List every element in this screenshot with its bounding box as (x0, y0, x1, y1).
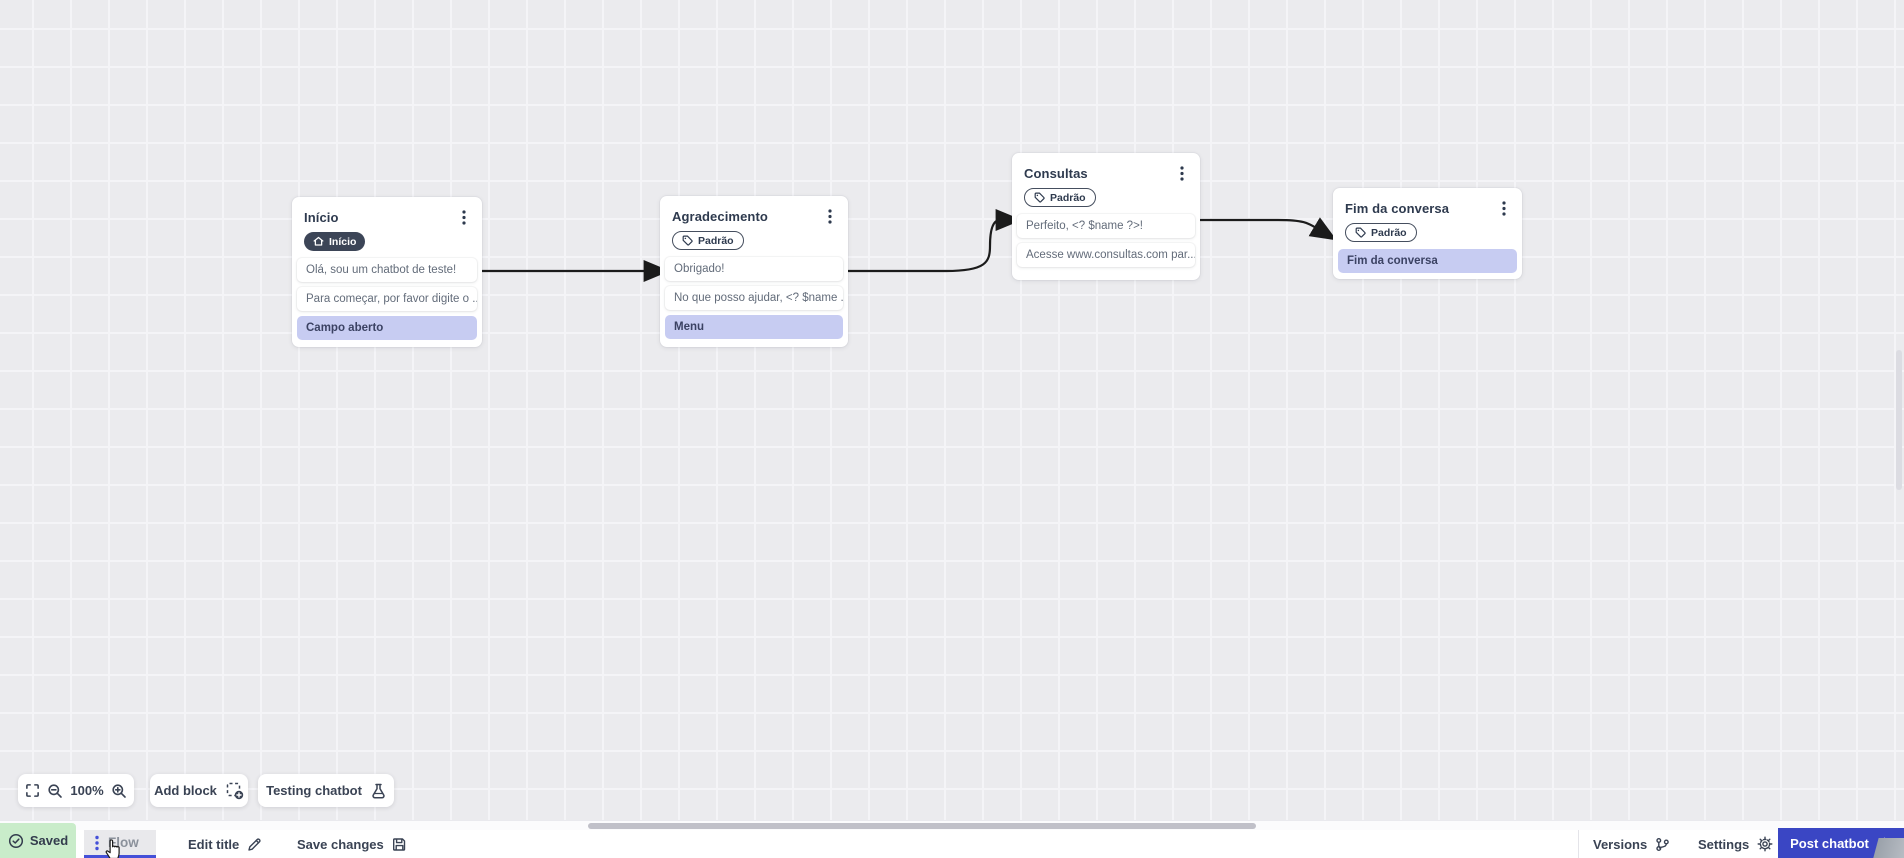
start-badge: Início (304, 232, 366, 251)
save-icon (392, 837, 407, 852)
upload-icon (1877, 836, 1892, 851)
tag-badge: Padrão (1345, 223, 1417, 242)
gear-icon (1757, 836, 1773, 852)
tag-icon (1355, 227, 1366, 238)
flow-menu-icon[interactable] (95, 835, 99, 851)
saved-status-badge: Saved (0, 823, 76, 858)
home-icon (313, 236, 324, 247)
node-consultas[interactable]: Consultas Padrão Perfeito, <? $name ?>! … (1012, 153, 1200, 280)
post-chatbot-button[interactable]: Post chatbot (1778, 828, 1904, 858)
check-circle-icon (8, 833, 24, 849)
tag-badge: Padrão (672, 231, 744, 250)
horizontal-scrollbar-track[interactable] (0, 820, 1904, 830)
node-menu-icon[interactable] (1175, 165, 1189, 181)
node-action-row[interactable]: Fim da conversa (1338, 249, 1517, 273)
node-message-row[interactable]: Obrigado! (665, 257, 843, 281)
node-action-row[interactable]: Campo aberto (297, 316, 477, 340)
branch-icon (1655, 837, 1670, 852)
node-menu-icon[interactable] (457, 209, 471, 225)
settings-button[interactable]: Settings (1698, 830, 1773, 858)
node-inicio[interactable]: Início Início Olá, sou um chatbot de tes… (292, 197, 482, 347)
horizontal-scrollbar-thumb[interactable] (588, 823, 1256, 829)
pencil-icon (247, 837, 262, 852)
node-title: Consultas (1024, 165, 1088, 181)
node-message-row[interactable]: Acesse www.consultas.com par... (1017, 243, 1195, 267)
fullscreen-icon[interactable] (25, 783, 40, 798)
node-fim-da-conversa[interactable]: Fim da conversa Padrão Fim da conversa (1333, 188, 1522, 279)
node-title: Início (304, 209, 339, 225)
node-menu-icon[interactable] (823, 208, 837, 224)
add-block-icon (226, 782, 244, 800)
node-message-row[interactable]: No que posso ajudar, <? $name ... (665, 286, 843, 310)
node-message-row[interactable]: Para começar, por favor digite o ... (297, 287, 477, 311)
node-menu-icon[interactable] (1497, 200, 1511, 216)
node-title: Agradecimento (672, 208, 768, 224)
zoom-level: 100% (70, 783, 104, 798)
zoom-out-icon[interactable] (47, 783, 63, 799)
bottom-bar-divider (1578, 830, 1579, 858)
tag-icon (1034, 192, 1045, 203)
testing-chatbot-button[interactable]: Testing chatbot (258, 774, 394, 807)
node-title: Fim da conversa (1345, 200, 1450, 216)
flask-icon (371, 783, 386, 799)
tab-flow[interactable]: Flow (84, 830, 156, 858)
add-block-button[interactable]: Add block (150, 774, 248, 807)
zoom-toolbar: 100% (18, 774, 134, 807)
tag-badge: Padrão (1024, 188, 1096, 207)
node-message-row[interactable]: Perfeito, <? $name ?>! (1017, 214, 1195, 238)
vertical-scrollbar-thumb[interactable] (1896, 350, 1902, 490)
edit-title-button[interactable]: Edit title (188, 830, 262, 858)
save-changes-button[interactable]: Save changes (297, 830, 407, 858)
node-agradecimento[interactable]: Agradecimento Padrão Obrigado! No que po… (660, 196, 848, 347)
bottom-bar: Saved Flow Edit title Save changes Versi… (0, 823, 1904, 858)
versions-button[interactable]: Versions (1593, 830, 1670, 858)
tag-icon (682, 235, 693, 246)
node-action-row[interactable]: Menu (665, 315, 843, 339)
zoom-in-icon[interactable] (111, 783, 127, 799)
node-message-row[interactable]: Olá, sou um chatbot de teste! (297, 258, 477, 282)
